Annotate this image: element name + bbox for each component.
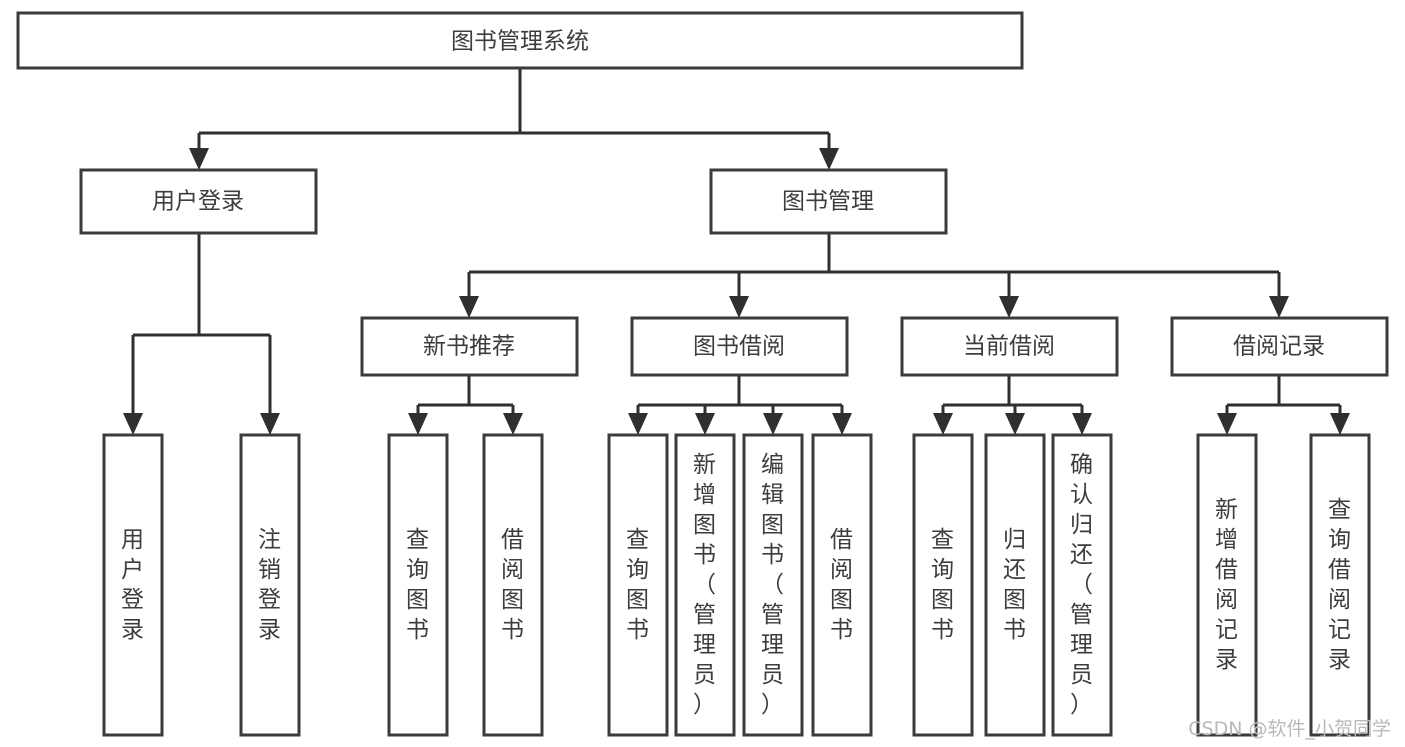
node-leaf-9[interactable]: 查询图书	[912, 433, 974, 737]
node-newbook-label: 新书推荐	[423, 334, 515, 360]
arrow-head-to-login	[189, 148, 209, 170]
node-leaf-5-label: 查询图书	[626, 527, 650, 643]
arrow-head-to-borrow	[729, 296, 749, 318]
node-leaf-11-label: 确认归还（管理员）	[1070, 452, 1094, 718]
node-leaf-1-label: 用户登录	[121, 527, 145, 643]
arrow-head-leaf-5	[628, 413, 648, 435]
node-leaf-3-box[interactable]	[387, 433, 449, 737]
arrow-head-leaf-7	[763, 413, 783, 435]
node-current-box[interactable]	[900, 316, 1119, 377]
connector-group-borrow-to-leaves	[628, 375, 852, 435]
node-bookmgmt-box[interactable]	[709, 168, 948, 235]
node-leaf-2-box[interactable]	[239, 433, 301, 737]
node-leaf-4[interactable]: 借阅图书	[482, 433, 544, 737]
node-leaf-8-label: 借阅图书	[830, 527, 854, 643]
node-root[interactable]: 图书管理系统	[16, 11, 1024, 70]
node-leaf-10[interactable]: 归还图书	[984, 433, 1046, 737]
node-leaf-13[interactable]: 查询借阅记录	[1309, 433, 1371, 737]
node-leaf-2-label: 注销登录	[258, 527, 282, 643]
node-leaf-11-box[interactable]	[1051, 433, 1113, 737]
node-leaf-10-label: 归还图书	[1003, 527, 1027, 643]
node-leaf-1[interactable]: 用户登录	[102, 433, 164, 737]
arrow-head-leaf-10	[1005, 413, 1025, 435]
node-borrow-box[interactable]	[630, 316, 849, 377]
node-leaf-6-box[interactable]	[674, 433, 736, 737]
node-borrow-label: 图书借阅	[693, 334, 785, 360]
arrow-head-leaf-12	[1217, 413, 1237, 435]
arrow-head-leaf-8	[832, 413, 852, 435]
node-leaf-12-box[interactable]	[1196, 433, 1258, 737]
node-leaf-8[interactable]: 借阅图书	[811, 433, 873, 737]
arrow-head-leaf-1	[123, 413, 143, 435]
node-login-box[interactable]	[79, 168, 318, 235]
arrow-head-to-current	[999, 296, 1019, 318]
node-leaf-9-label: 查询图书	[931, 527, 955, 643]
arrow-head-leaf-11	[1072, 413, 1092, 435]
node-bookmgmt-label: 图书管理	[782, 189, 874, 215]
node-newbook-box[interactable]	[360, 316, 579, 377]
node-leaf-3-label: 查询图书	[406, 527, 430, 643]
node-current-label: 当前借阅	[963, 334, 1055, 360]
node-leaf-10-box[interactable]	[984, 433, 1046, 737]
connector-group-records-to-leaves	[1217, 375, 1350, 435]
node-root-box[interactable]	[16, 11, 1024, 70]
node-leaf-13-box[interactable]	[1309, 433, 1371, 737]
connector-group-login-to-leaves	[123, 233, 280, 435]
node-login-label: 用户登录	[152, 189, 244, 215]
arrow-head-to-bookmgmt	[819, 148, 839, 170]
node-leaf-4-label: 借阅图书	[501, 527, 525, 643]
node-leaf-12[interactable]: 新增借阅记录	[1196, 433, 1258, 737]
node-leaf-7[interactable]: 编辑图书（管理员）	[742, 433, 804, 737]
arrow-head-leaf-6	[695, 413, 715, 435]
connector-group-root-to-level2	[189, 68, 839, 170]
arrow-head-leaf-4	[503, 413, 523, 435]
connector-group-current-to-leaves	[933, 375, 1092, 435]
node-leaf-11[interactable]: 确认归还（管理员）	[1051, 433, 1113, 737]
arrow-head-to-records	[1269, 296, 1289, 318]
node-leaf-3[interactable]: 查询图书	[387, 433, 449, 737]
node-leaf-13-label: 查询借阅记录	[1328, 497, 1352, 673]
node-root-label: 图书管理系统	[451, 29, 589, 55]
node-records[interactable]: 借阅记录	[1170, 316, 1389, 377]
node-records-label: 借阅记录	[1233, 334, 1325, 360]
csdn-watermark: CSDN @软件_小贺同学	[1188, 718, 1391, 740]
arrow-head-to-newbook	[459, 296, 479, 318]
arrow-head-leaf-13	[1330, 413, 1350, 435]
node-newbook[interactable]: 新书推荐	[360, 316, 579, 377]
node-leaf-7-box[interactable]	[742, 433, 804, 737]
node-leaf-6-label: 新增图书（管理员）	[693, 452, 717, 718]
node-leaf-8-box[interactable]	[811, 433, 873, 737]
node-leaf-2[interactable]: 注销登录	[239, 433, 301, 737]
connector-group-newbook-to-leaves	[408, 375, 523, 435]
arrow-head-leaf-2	[260, 413, 280, 435]
node-leaf-1-box[interactable]	[102, 433, 164, 737]
node-leaf-12-label: 新增借阅记录	[1215, 497, 1239, 673]
connector-group-bookmgmt-to-level3	[459, 233, 1289, 318]
arrow-head-leaf-9	[933, 413, 953, 435]
node-login[interactable]: 用户登录	[79, 168, 318, 235]
node-bookmgmt[interactable]: 图书管理	[709, 168, 948, 235]
node-leaf-9-box[interactable]	[912, 433, 974, 737]
arrow-head-leaf-3	[408, 413, 428, 435]
node-leaf-5[interactable]: 查询图书	[607, 433, 669, 737]
node-leaf-7-label: 编辑图书（管理员）	[761, 452, 785, 718]
node-current[interactable]: 当前借阅	[900, 316, 1119, 377]
node-records-box[interactable]	[1170, 316, 1389, 377]
node-leaf-4-box[interactable]	[482, 433, 544, 737]
node-borrow[interactable]: 图书借阅	[630, 316, 849, 377]
node-leaf-6[interactable]: 新增图书（管理员）	[674, 433, 736, 737]
node-leaf-5-box[interactable]	[607, 433, 669, 737]
